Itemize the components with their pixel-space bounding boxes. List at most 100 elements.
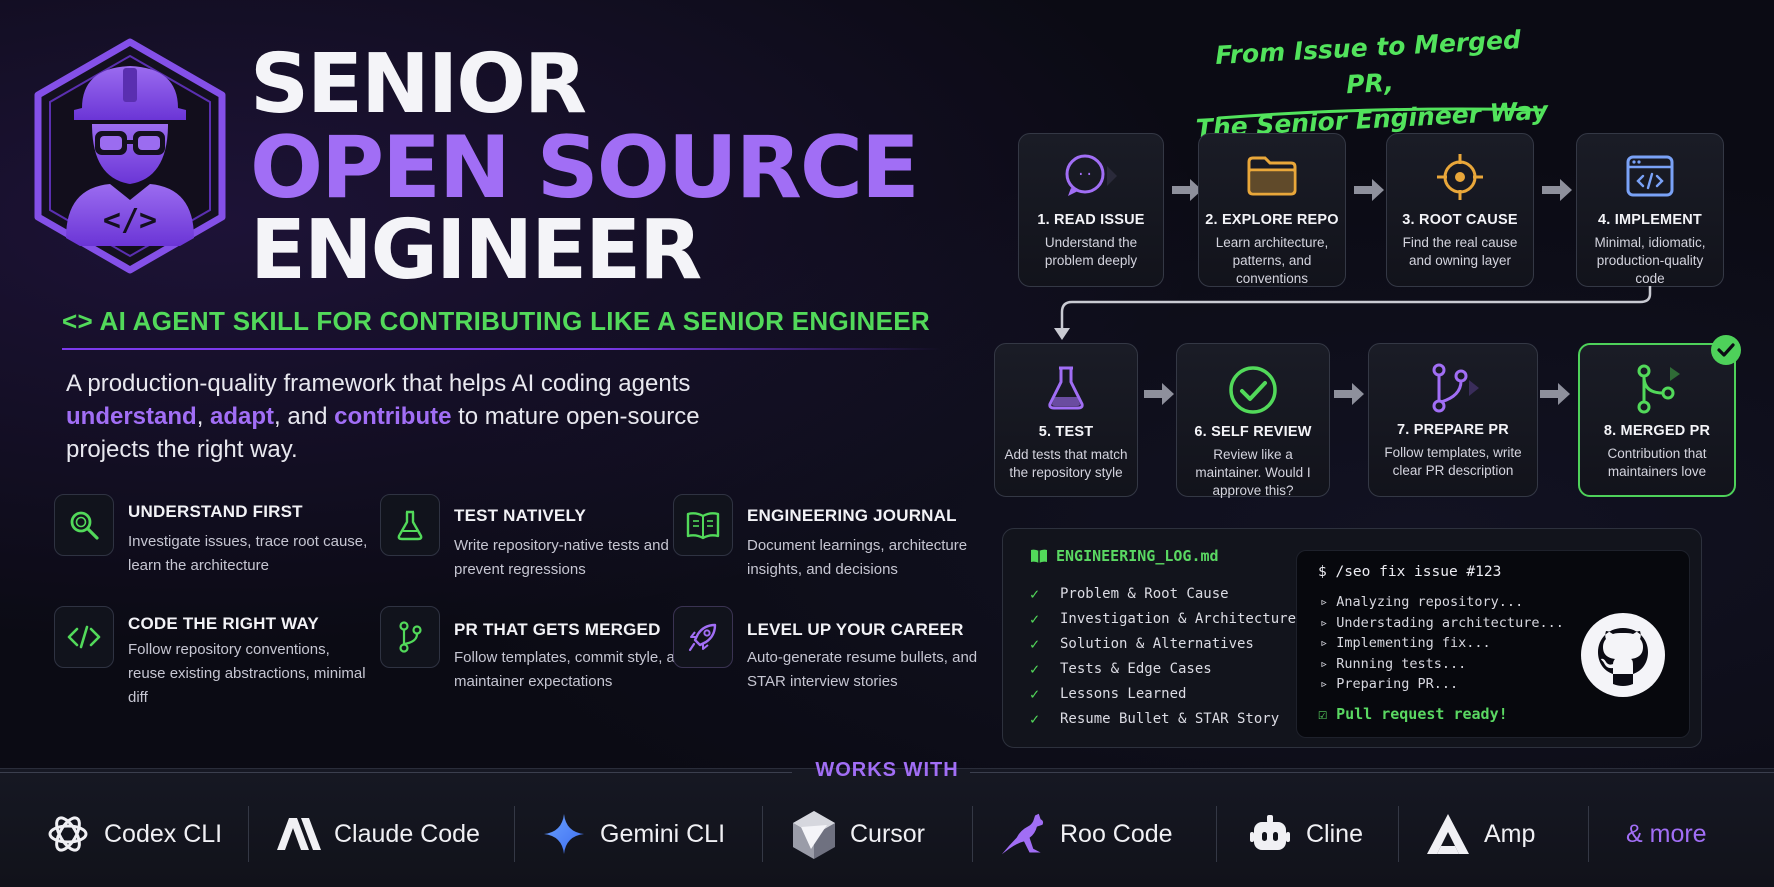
step-explore-repo: 2. EXPLORE REPO Learn architecture, patt… xyxy=(1198,133,1346,287)
tool-and-more: & more xyxy=(1626,808,1707,860)
tool-separator xyxy=(514,806,515,862)
step-root-cause: 3. ROOT CAUSE Find the real cause and ow… xyxy=(1386,133,1534,287)
tool-separator xyxy=(248,806,249,862)
tool-name: Amp xyxy=(1484,819,1536,848)
cursor-cube-icon xyxy=(790,810,838,859)
intro-line-2-rest: to mature open-source xyxy=(458,403,700,430)
feature-desc: Follow templates, commit style, and main… xyxy=(454,649,692,690)
pull-request-icon xyxy=(1369,362,1537,414)
log-item: ✓Investigation & Architecture xyxy=(1030,610,1297,628)
terminal-output: ▹ Analyzing repository... ▹ Understading… xyxy=(1320,594,1564,697)
book-icon xyxy=(1031,549,1047,563)
log-item: ✓Lessons Learned xyxy=(1030,685,1187,703)
chat-icon: ·· xyxy=(1019,152,1163,198)
engineering-log-title: ENGINEERING_LOG.md xyxy=(1056,547,1219,565)
step-title: 2. EXPLORE REPO xyxy=(1205,212,1339,228)
checkmark-icon: ✓ xyxy=(1030,685,1040,703)
checkmark-icon: ✓ xyxy=(1030,635,1040,653)
workflow-heading-underline xyxy=(1217,107,1543,120)
checkbox-checked-icon: ☑ xyxy=(1318,705,1337,723)
flask-icon xyxy=(380,494,440,556)
step-title: 7. PREPARE PR xyxy=(1397,422,1509,438)
target-icon xyxy=(1387,152,1533,202)
step-desc: Add tests that match the repository styl… xyxy=(1004,447,1128,480)
tool-name: Claude Code xyxy=(334,819,480,848)
step-prepare-pr: 7. PREPARE PR Follow templates, write cl… xyxy=(1368,343,1538,497)
code-icon xyxy=(54,606,114,668)
engineer-hexagon-logo: </> xyxy=(34,38,226,274)
log-item: ✓Solution & Alternatives xyxy=(1030,635,1254,653)
terminal-line: ▹ Analyzing repository... xyxy=(1320,594,1524,610)
works-with-label: WORKS WITH xyxy=(815,759,959,781)
svg-text:</>: </> xyxy=(103,203,157,238)
intro-highlight-adapt: adapt xyxy=(210,403,275,430)
terminal-line: ▹ Running tests... xyxy=(1320,655,1467,672)
step-title: 6. SELF REVIEW xyxy=(1194,424,1312,440)
tool-separator xyxy=(972,806,973,862)
feature-desc: Investigate issues, trace root cause, le… xyxy=(128,533,368,574)
feature-title: CODE THE RIGHT WAY xyxy=(128,614,319,633)
code-window-icon xyxy=(1577,154,1723,198)
tool-name: Cursor xyxy=(850,819,926,848)
tool-separator xyxy=(1398,806,1399,862)
feature-title: TEST NATIVELY xyxy=(454,506,587,525)
step-desc: Minimal, idiomatic, production-quality c… xyxy=(1594,235,1706,286)
checkmark-icon: ✓ xyxy=(1030,585,1040,603)
step-desc: Contribution that maintainers love xyxy=(1607,446,1707,479)
tagline: <> AI AGENT SKILL FOR CONTRIBUTING LIKE … xyxy=(62,306,930,336)
intro-paragraph: A production-quality framework that help… xyxy=(66,367,786,466)
title-line-2: OPEN SOURCE xyxy=(250,118,920,218)
merged-check-badge-icon xyxy=(1711,335,1741,365)
tool-codex-cli: Codex CLI xyxy=(44,808,222,860)
step-title: 8. MERGED PR xyxy=(1603,423,1711,439)
tool-roo-code: Roo Code xyxy=(1000,808,1173,860)
tool-name: Gemini CLI xyxy=(600,819,726,848)
arrow-right-icon xyxy=(1354,179,1384,201)
log-item: ✓Resume Bullet & STAR Story xyxy=(1030,710,1280,728)
tool-cursor: Cursor xyxy=(790,808,925,860)
arrow-right-icon xyxy=(1144,383,1174,405)
tool-gemini-cli: Gemini CLI xyxy=(540,808,725,860)
arrow-right-icon xyxy=(1172,179,1202,201)
tool-more-label: & more xyxy=(1626,819,1707,848)
tool-separator xyxy=(762,806,763,862)
feature-desc: Follow repository conventions, reuse exi… xyxy=(128,641,366,706)
works-with-rule-right xyxy=(970,772,1774,773)
openai-knot-icon xyxy=(44,810,92,858)
intro-highlight-understand: understand xyxy=(66,403,197,430)
checkmark-icon: ✓ xyxy=(1030,610,1040,628)
feature-title: PR THAT GETS MERGED xyxy=(454,620,661,639)
tool-claude-code: Claude Code xyxy=(274,808,480,860)
log-item: ✓Problem & Root Cause xyxy=(1030,585,1229,603)
step-desc: Find the real cause and owning layer xyxy=(1402,235,1518,268)
terminal-command: $ /seo fix issue #123 xyxy=(1318,564,1502,580)
engineering-log-list: ✓Problem & Root Cause ✓Investigation & A… xyxy=(1030,585,1297,736)
robot-icon xyxy=(1246,810,1294,858)
arrow-right-icon xyxy=(1540,383,1570,405)
terminal-line: ▹ Understading architecture... xyxy=(1320,614,1564,631)
terminal-line: ▹ Preparing PR... xyxy=(1320,676,1459,692)
tool-name: Codex CLI xyxy=(104,819,223,848)
merge-icon xyxy=(1580,363,1734,415)
checkmark-icon: ✓ xyxy=(1030,660,1040,678)
arrow-right-icon xyxy=(1334,383,1364,405)
kangaroo-icon xyxy=(1000,810,1048,858)
step-implement: 4. IMPLEMENT Minimal, idiomatic, product… xyxy=(1576,133,1724,287)
step-desc: Understand the problem deeply xyxy=(1044,235,1138,268)
tool-separator xyxy=(1216,806,1217,862)
folder-icon xyxy=(1199,154,1345,196)
amp-logo-icon xyxy=(1424,810,1472,858)
works-with-rule-left xyxy=(0,772,792,773)
github-octocat-icon xyxy=(1581,613,1665,697)
step-test: 5. TEST Add tests that match the reposit… xyxy=(994,343,1138,497)
log-item: ✓Tests & Edge Cases xyxy=(1030,660,1212,678)
branch-icon xyxy=(380,606,440,668)
flow-connector xyxy=(1054,286,1652,340)
intro-line-1: A production-quality framework that help… xyxy=(66,370,691,397)
feature-desc: Document learnings, architecture insight… xyxy=(747,537,968,578)
tool-separator xyxy=(1588,806,1589,862)
title-line-3: ENGINEER xyxy=(250,203,702,298)
step-merged-pr: 8. MERGED PR Contribution that maintaine… xyxy=(1578,343,1736,497)
feature-title: ENGINEERING JOURNAL xyxy=(747,506,957,525)
step-title: 3. ROOT CAUSE xyxy=(1402,212,1518,228)
